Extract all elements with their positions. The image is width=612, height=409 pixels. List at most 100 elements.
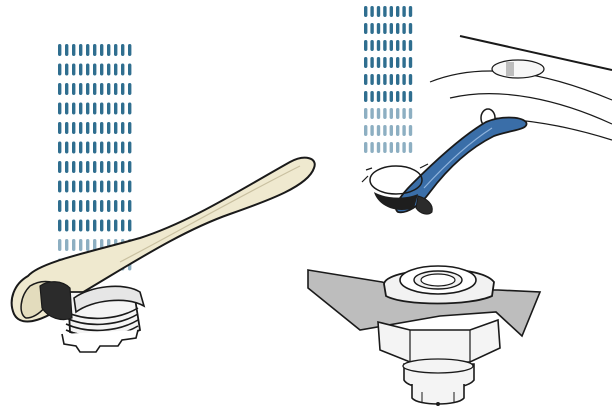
top-right-panel xyxy=(362,6,612,214)
water-drop xyxy=(93,181,96,193)
water-drop xyxy=(72,181,75,193)
water-drop xyxy=(370,91,373,102)
water-drop xyxy=(93,161,96,173)
water-drop xyxy=(383,142,386,153)
water-drop xyxy=(58,142,61,154)
water-drop xyxy=(121,142,124,154)
water-drop xyxy=(370,142,373,153)
water-drop xyxy=(409,40,412,51)
water-drop xyxy=(409,57,412,68)
water-drop xyxy=(107,220,110,232)
water-drop xyxy=(58,103,61,115)
water-drop xyxy=(72,142,75,154)
water-drop xyxy=(58,44,61,56)
water-drop xyxy=(121,161,124,173)
water-drop xyxy=(402,40,405,51)
water-drop xyxy=(121,122,124,134)
water-drop xyxy=(58,200,61,212)
water-drop xyxy=(364,23,367,34)
water-drop xyxy=(402,142,405,153)
water-drop xyxy=(383,6,386,17)
water-drop xyxy=(383,91,386,102)
water-drop xyxy=(396,6,399,17)
water-drop xyxy=(86,103,89,115)
water-drop xyxy=(364,108,367,119)
water-drop xyxy=(128,181,131,193)
water-drop xyxy=(377,125,380,136)
water-drop xyxy=(72,122,75,134)
water-drop xyxy=(390,57,393,68)
water-drop xyxy=(100,103,103,115)
water-drop xyxy=(121,83,124,95)
water-drop xyxy=(86,200,89,212)
water-drop xyxy=(377,6,380,17)
water-drop xyxy=(390,6,393,17)
water-drop xyxy=(93,122,96,134)
water-drop xyxy=(100,64,103,76)
water-drop xyxy=(377,40,380,51)
water-drop xyxy=(114,161,117,173)
water-drop xyxy=(364,142,367,153)
water-drop xyxy=(383,108,386,119)
water-drop xyxy=(100,161,103,173)
water-drop xyxy=(364,91,367,102)
water-drop xyxy=(100,44,103,56)
water-drop xyxy=(114,64,117,76)
water-drop xyxy=(409,91,412,102)
water-drop xyxy=(65,239,68,251)
water-drop xyxy=(100,83,103,95)
water-drop xyxy=(396,142,399,153)
water-drop xyxy=(58,122,61,134)
water-drop xyxy=(58,220,61,232)
water-drop xyxy=(107,64,110,76)
water-drop xyxy=(100,122,103,134)
water-drop xyxy=(107,200,110,212)
water-drop xyxy=(364,74,367,85)
water-drop xyxy=(383,125,386,136)
water-drop xyxy=(100,200,103,212)
water-drop xyxy=(390,74,393,85)
bottom-right-panel xyxy=(308,266,540,406)
water-drop xyxy=(383,74,386,85)
water-drop xyxy=(128,200,131,212)
water-drop xyxy=(100,220,103,232)
aerator-icon xyxy=(378,266,500,406)
water-drop xyxy=(121,220,124,232)
water-drop xyxy=(93,142,96,154)
water-drop xyxy=(364,125,367,136)
water-drop xyxy=(79,83,82,95)
water-drop xyxy=(377,57,380,68)
water-drop xyxy=(396,74,399,85)
water-drop xyxy=(128,161,131,173)
water-drop xyxy=(114,200,117,212)
water-drop xyxy=(128,220,131,232)
water-drop xyxy=(72,239,75,251)
water-drop xyxy=(377,142,380,153)
water-drop xyxy=(396,23,399,34)
water-drop xyxy=(396,108,399,119)
water-drop xyxy=(390,40,393,51)
water-drop xyxy=(86,44,89,56)
water-drop xyxy=(409,125,412,136)
water-drop xyxy=(65,142,68,154)
water-drop xyxy=(390,125,393,136)
water-drop xyxy=(128,83,131,95)
water-drop xyxy=(370,23,373,34)
water-drop xyxy=(107,161,110,173)
water-drop xyxy=(402,23,405,34)
water-drop xyxy=(402,74,405,85)
water-drop xyxy=(128,103,131,115)
water-drop xyxy=(370,57,373,68)
water-drop xyxy=(65,200,68,212)
water-drop xyxy=(409,6,412,17)
water-drop xyxy=(107,103,110,115)
water-spray-icon xyxy=(364,6,412,153)
water-drop xyxy=(79,220,82,232)
water-drop xyxy=(370,108,373,119)
water-drop xyxy=(121,181,124,193)
water-drop xyxy=(396,91,399,102)
water-drop xyxy=(128,44,131,56)
water-drop xyxy=(114,103,117,115)
water-drop xyxy=(107,181,110,193)
